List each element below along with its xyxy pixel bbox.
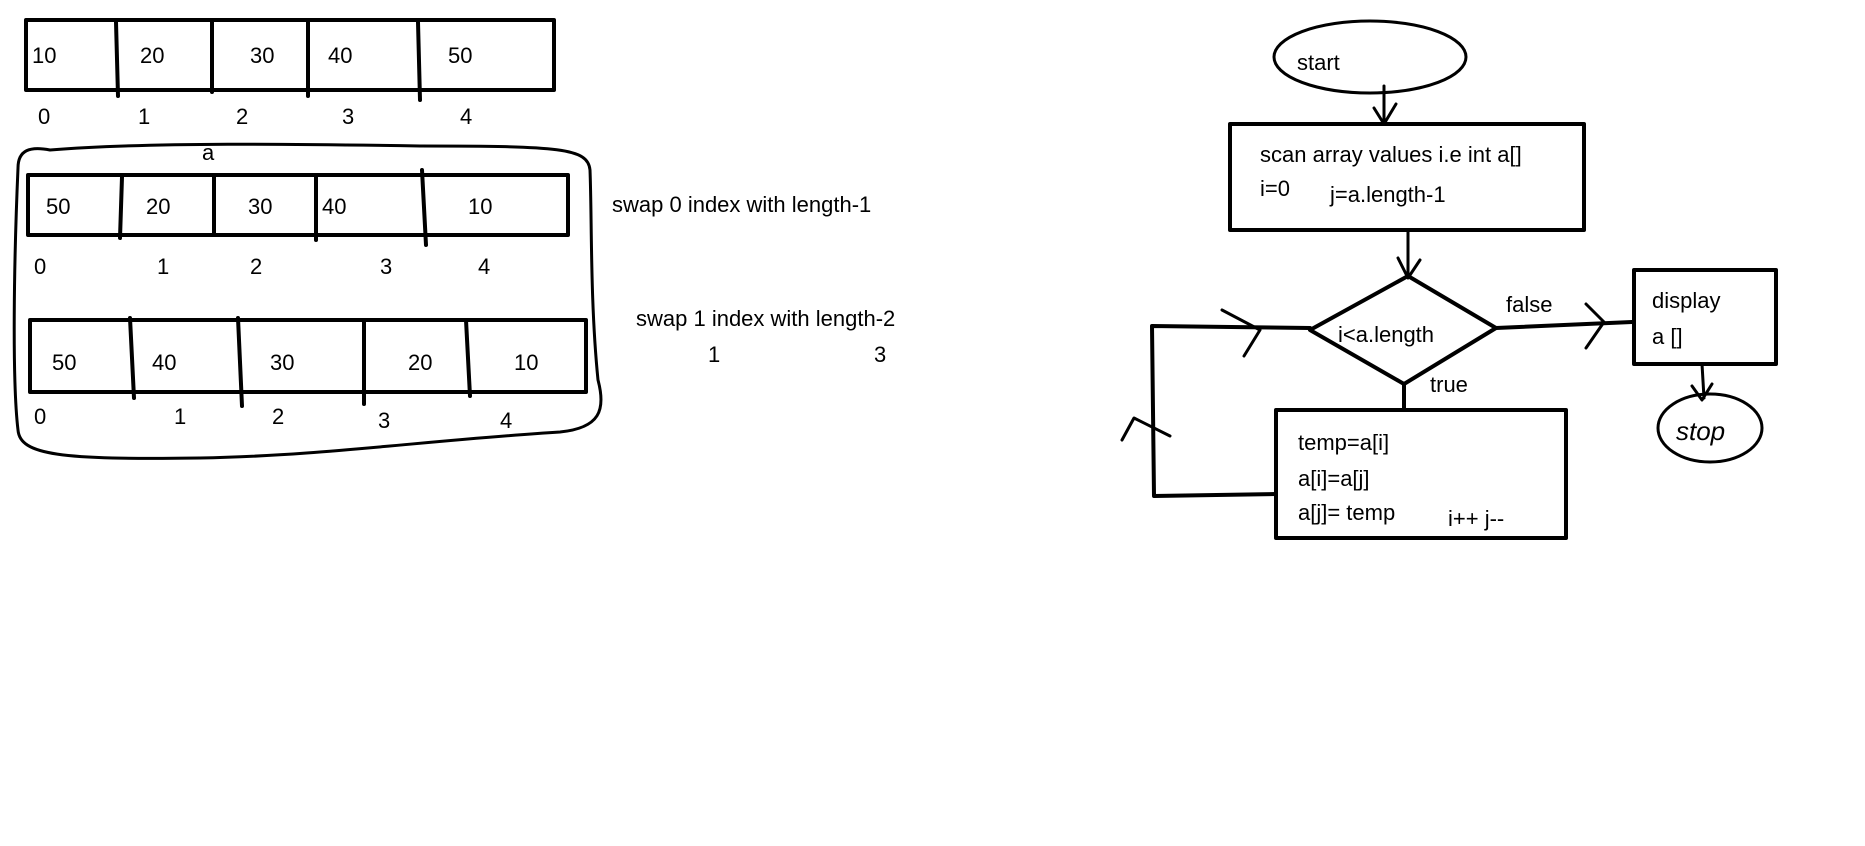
array-index: 0: [34, 254, 46, 279]
array-index: 2: [272, 404, 284, 429]
swap-note-first: swap 0 index with length-1: [612, 192, 871, 217]
loop-arrowhead-up: [1120, 416, 1172, 442]
array-index: 4: [500, 408, 512, 433]
cell-divider: [118, 175, 124, 240]
body-increment: i++ j--: [1448, 506, 1504, 531]
loop-body-box: [1274, 408, 1568, 540]
condition-label: i<a.length: [1338, 322, 1434, 347]
array-value: 20: [146, 194, 170, 219]
body-line-2: a[i]=a[j]: [1298, 466, 1370, 491]
cell-divider: [464, 318, 472, 398]
cell-divider: [128, 316, 136, 400]
array-swap-1: 50 20 30 40 10 0 1 2 3 4: [26, 168, 570, 279]
swap-note-second: swap 1 index with length-2: [636, 306, 895, 331]
array-swap-2-box: [28, 318, 588, 394]
false-arrowhead: [1584, 302, 1606, 350]
cell-divider: [416, 20, 422, 102]
loop-back-line: [1150, 324, 1312, 498]
array-index: 4: [478, 254, 490, 279]
cell-divider: [236, 316, 244, 408]
stop-terminal: [1656, 392, 1764, 464]
init-process-box: [1228, 122, 1586, 232]
array-value: 30: [250, 43, 274, 68]
array-value: 40: [322, 194, 346, 219]
array-index: 1: [157, 254, 169, 279]
swap-note-second-left: 1: [708, 342, 720, 367]
array-index: 3: [342, 104, 354, 129]
array-index: 1: [174, 404, 186, 429]
cell-divider: [114, 20, 120, 98]
array-index: 3: [378, 408, 390, 433]
body-line-3: a[j]= temp: [1298, 500, 1395, 525]
array-original: 10 20 30 40 50 0 1 2 3 4 a: [24, 18, 556, 165]
array-value: 40: [152, 350, 176, 375]
array-swap-1-box: [26, 173, 570, 237]
array-value: 10: [514, 350, 538, 375]
true-label: true: [1430, 372, 1468, 397]
group-outline: [12, 142, 603, 460]
arrow-display-to-stop: [1690, 362, 1714, 402]
cell-divider: [420, 168, 428, 247]
array-value: 20: [140, 43, 164, 68]
array-value: 10: [32, 43, 56, 68]
array-index: 3: [380, 254, 392, 279]
arrow-init-to-decision: [1396, 230, 1422, 280]
display-line-2: a []: [1652, 324, 1683, 349]
stop-label: stop: [1676, 416, 1725, 446]
array-index: 4: [460, 104, 472, 129]
array-value: 40: [328, 43, 352, 68]
start-label: start: [1297, 50, 1340, 75]
start-terminal: [1272, 19, 1468, 95]
array-original-box: [24, 18, 556, 92]
array-index: 0: [34, 404, 46, 429]
array-index: 1: [138, 104, 150, 129]
init-line-1: scan array values i.e int a[]: [1260, 142, 1522, 167]
array-value: 50: [448, 43, 472, 68]
array-index: 0: [38, 104, 50, 129]
array-swap-2: 50 40 30 20 10 0 1 2 3 4: [28, 316, 588, 433]
init-line-2a: i=0: [1260, 176, 1290, 201]
init-line-2b: j=a.length-1: [1329, 182, 1446, 207]
display-output-box: [1632, 268, 1778, 366]
array-index: 2: [236, 104, 248, 129]
array-value: 30: [270, 350, 294, 375]
swap-note-second-right: 3: [874, 342, 886, 367]
display-line-1: display: [1652, 288, 1720, 313]
array-value: 20: [408, 350, 432, 375]
false-label: false: [1506, 292, 1552, 317]
array-value: 50: [52, 350, 76, 375]
array-name: a: [202, 140, 215, 165]
array-value: 50: [46, 194, 70, 219]
array-value: 10: [468, 194, 492, 219]
array-value: 30: [248, 194, 272, 219]
body-line-1: temp=a[i]: [1298, 430, 1389, 455]
loop-arrowhead-right: [1220, 308, 1262, 358]
false-branch-line: [1494, 320, 1634, 330]
array-index: 2: [250, 254, 262, 279]
